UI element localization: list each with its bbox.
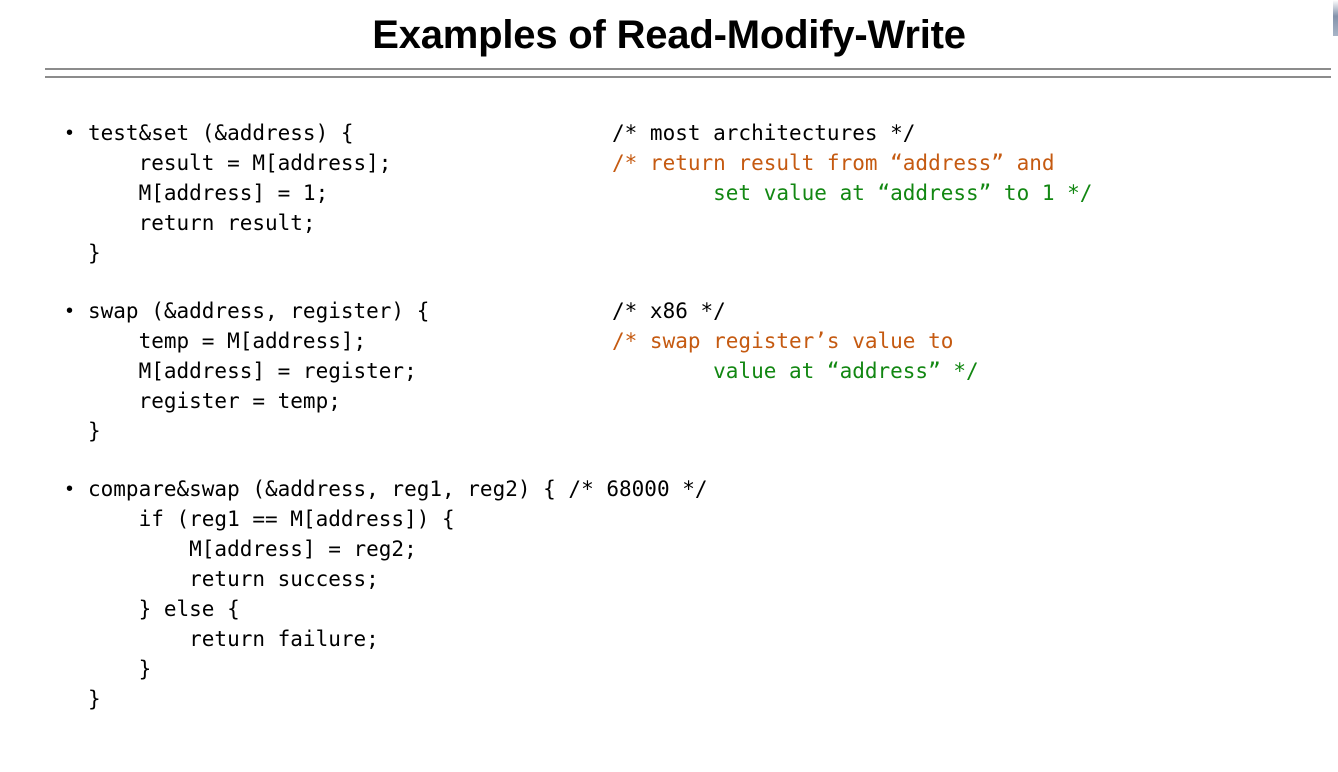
code-text: return result; <box>88 211 316 235</box>
code-text: test&set (&address) { <box>88 121 354 145</box>
code-text: if (reg1 == M[address]) { <box>88 507 455 531</box>
bullet-marker-icon: • <box>66 122 74 144</box>
code-comment: /* return result from “address” and <box>612 151 1055 175</box>
code-line: } else { <box>0 594 1338 624</box>
code-text: swap (&address, register) { <box>88 299 430 323</box>
code-text: return failure; <box>88 627 379 651</box>
code-listing: • test&set (&address) { /* most architectu… <box>0 118 1338 742</box>
code-block-compare-and-swap: • compare&swap (&address, reg1, reg2) { /… <box>0 474 1338 714</box>
scrollbar-sliver-icon[interactable] <box>1333 0 1338 36</box>
code-line: } <box>0 238 1338 268</box>
code-line: • test&set (&address) { /* most architectu… <box>0 118 1338 148</box>
code-line: return result; <box>0 208 1338 238</box>
code-text: } <box>88 419 101 443</box>
code-text: } else { <box>88 597 240 621</box>
code-line: M[address] = register; value at “address… <box>0 356 1338 386</box>
code-text: compare&swap (&address, reg1, reg2) { /*… <box>88 477 708 501</box>
code-text: M[address] = register; <box>88 359 417 383</box>
code-text: temp = M[address]; <box>88 329 367 353</box>
code-line: } <box>0 416 1338 446</box>
code-text: M[address] = reg2; <box>88 537 417 561</box>
code-line: if (reg1 == M[address]) { <box>0 504 1338 534</box>
code-line: • compare&swap (&address, reg1, reg2) { /… <box>0 474 1338 504</box>
code-comment: value at “address” */ <box>612 359 979 383</box>
code-comment: set value at “address” to 1 */ <box>612 181 1093 205</box>
code-text: result = M[address]; <box>88 151 392 175</box>
code-line: return failure; <box>0 624 1338 654</box>
code-line: } <box>0 684 1338 714</box>
title-divider-upper <box>45 68 1331 70</box>
code-block-swap: • swap (&address, register) { /* x86 */ te… <box>0 296 1338 446</box>
code-line: result = M[address]; /* return result fro… <box>0 148 1338 178</box>
code-line: return success; <box>0 564 1338 594</box>
bullet-marker-icon: • <box>66 478 74 500</box>
code-line: temp = M[address]; /* swap register’s val… <box>0 326 1338 356</box>
code-text: } <box>88 657 152 681</box>
code-text: } <box>88 687 101 711</box>
code-text: M[address] = 1; <box>88 181 329 205</box>
bullet-marker-icon: • <box>66 300 74 322</box>
code-text: register = temp; <box>88 389 341 413</box>
code-comment: /* x86 */ <box>612 299 726 323</box>
code-line: M[address] = 1; set value at “address” t… <box>0 178 1338 208</box>
code-comment: /* swap register’s value to <box>612 329 954 353</box>
code-line: • swap (&address, register) { /* x86 */ <box>0 296 1338 326</box>
code-comment: /* most architectures */ <box>612 121 916 145</box>
code-text: return success; <box>88 567 379 591</box>
page-title: Examples of Read-Modify-Write <box>372 13 966 57</box>
code-line: } <box>0 654 1338 684</box>
code-line: M[address] = reg2; <box>0 534 1338 564</box>
code-block-test-and-set: • test&set (&address) { /* most architectu… <box>0 118 1338 268</box>
title-divider-lower <box>45 76 1331 78</box>
code-line: register = temp; <box>0 386 1338 416</box>
code-text: } <box>88 241 101 265</box>
